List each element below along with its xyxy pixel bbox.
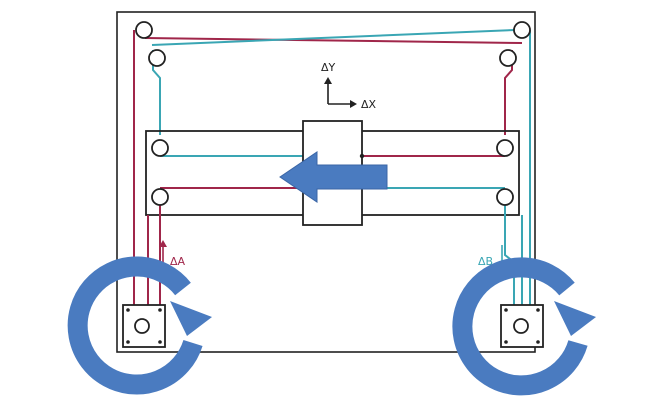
xy-axes-icon — [324, 77, 357, 108]
pulley-upper-right — [499, 49, 517, 67]
clockwise-rotation-icon-right — [452, 257, 596, 396]
carriage-direction-arrow — [279, 151, 388, 203]
delta-a-label: ΔA — [170, 255, 186, 268]
belt-a-top-cross — [144, 37, 523, 44]
pulley-gantry-bottom-left — [151, 188, 169, 206]
belt-b-top-cross — [151, 29, 516, 46]
clockwise-rotation-icon-left — [67, 256, 212, 395]
delta-b-label: ΔB — [478, 255, 493, 268]
delta-y-label: ΔY — [321, 61, 336, 74]
pulley-top-right — [513, 21, 531, 39]
pulley-gantry-top-right — [496, 139, 514, 157]
carriage-belt-anchor — [359, 153, 365, 159]
motor-right — [500, 304, 544, 348]
pulley-gantry-bottom-right — [496, 188, 514, 206]
delta-x-label: ΔX — [361, 98, 377, 111]
pulley-gantry-top-left — [151, 139, 169, 157]
pulley-upper-left — [148, 49, 166, 67]
pulley-top-left — [135, 21, 153, 39]
motor-left — [122, 304, 166, 348]
